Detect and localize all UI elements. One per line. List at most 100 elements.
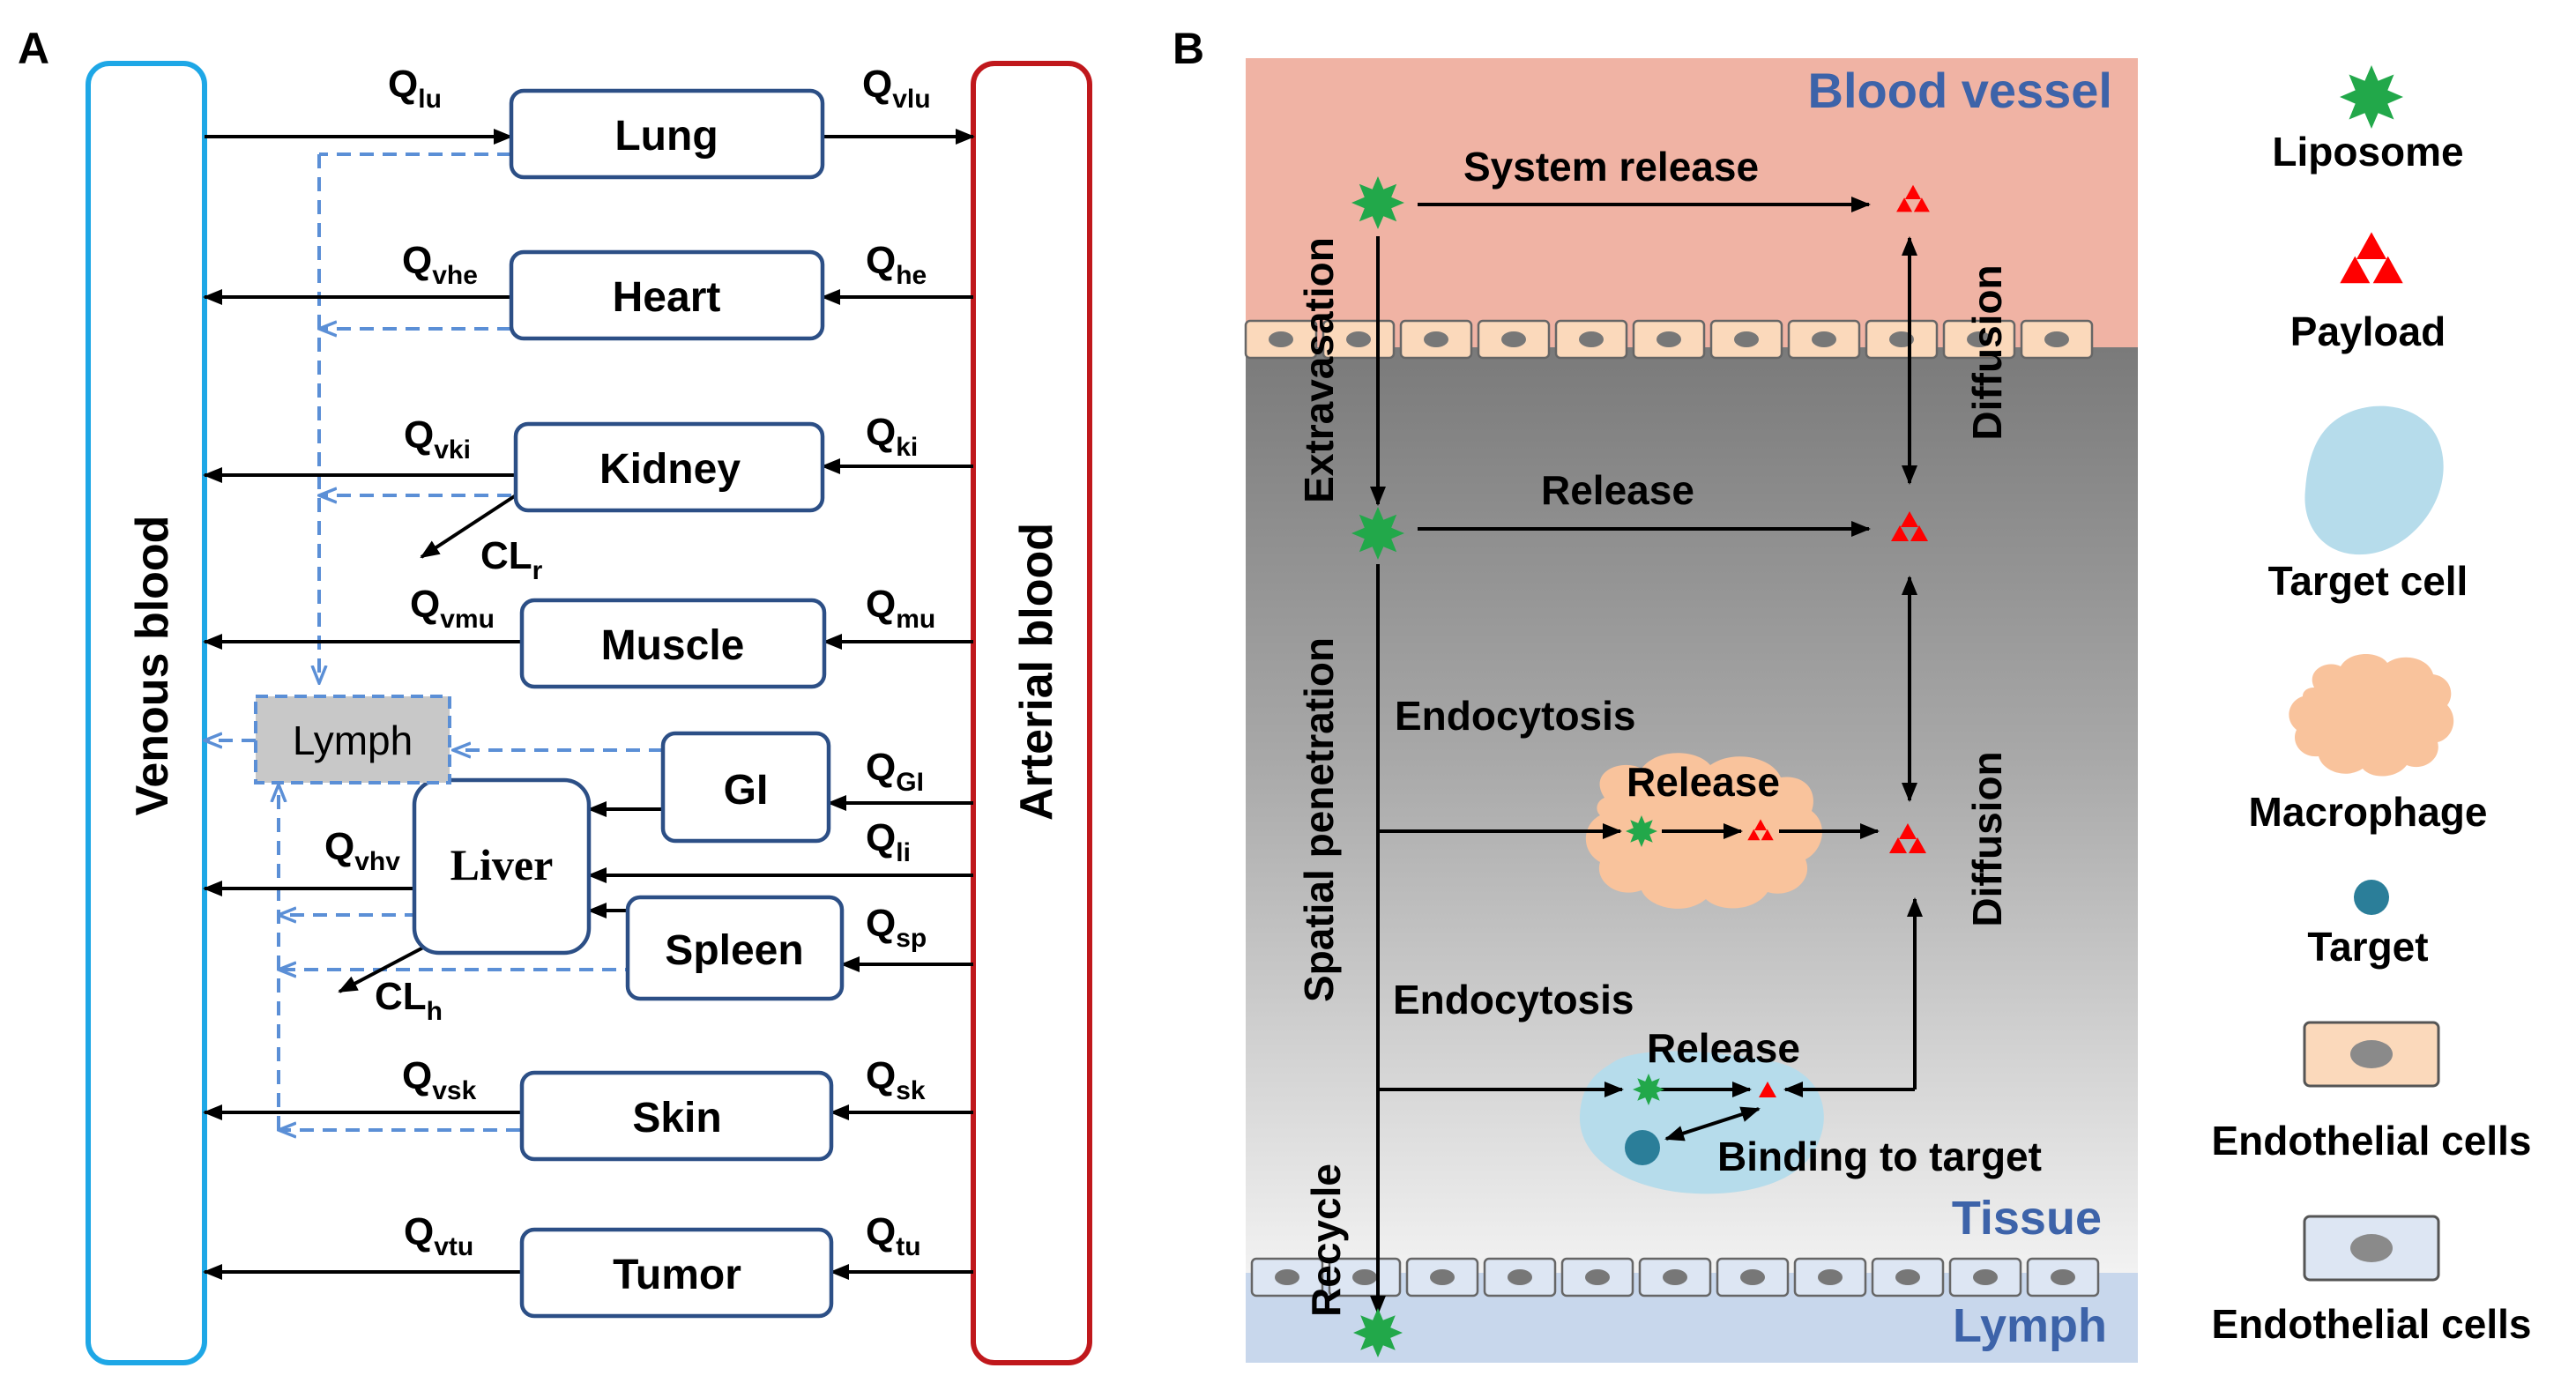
- flow-label-qlu: Qlu: [388, 63, 442, 114]
- cell-nucleus: [1430, 1269, 1455, 1285]
- organ-heart-label: Heart: [613, 274, 721, 321]
- flow-label-qvki: Qvki: [404, 413, 471, 465]
- flow-label-qki: Qki: [866, 411, 918, 462]
- flow-label-clr: CLr: [480, 534, 543, 585]
- organ-tumor: Tumor: [519, 1227, 834, 1319]
- payload-macrophage: [1747, 819, 1774, 841]
- flow-label-qvmu: Qvmu: [410, 583, 495, 634]
- diffusion-top-label: Diffusion: [1964, 264, 2010, 440]
- arterial-blood-bar: [971, 61, 1092, 1365]
- flow-label-clh: CLh: [375, 975, 443, 1026]
- cell-nucleus: [1424, 331, 1448, 347]
- flow-label-qvsk: Qvsk: [402, 1054, 477, 1105]
- panel-a: A Venous blood Arterial blood: [18, 24, 1092, 1365]
- legend-target-cell-label: Target cell: [2268, 558, 2468, 604]
- release-2-label: Release: [1627, 759, 1780, 805]
- panel-b-label: B: [1173, 24, 1204, 73]
- lymph-label: Lymph: [293, 718, 413, 763]
- endothelial-layer-lymph: [1250, 1257, 2100, 1297]
- cell-nucleus: [1663, 1269, 1687, 1285]
- cell-nucleus: [1275, 1269, 1299, 1285]
- organ-muscle: Muscle: [519, 598, 827, 689]
- spatial-penetration-label: Spatial penetration: [1296, 637, 1342, 1002]
- liposome-tissue: [1351, 507, 1404, 560]
- payload-triangle: [1913, 197, 1930, 212]
- target-marker: [1625, 1130, 1660, 1165]
- flow-label-qli: Qli: [866, 816, 911, 867]
- organ-skin-label: Skin: [632, 1095, 721, 1141]
- payload-triangle: [1754, 819, 1767, 830]
- organ-liver: Liver: [412, 777, 592, 955]
- blood-vessel-title: Blood vessel: [1808, 63, 2112, 118]
- organ-kidney: Kidney: [513, 421, 825, 513]
- recycle-label: Recycle: [1303, 1164, 1349, 1317]
- flow-label-qsk: Qsk: [866, 1054, 926, 1105]
- legend-endothelial-2-label: Endothelial cells: [2212, 1301, 2532, 1347]
- liposome-macrophage: [1626, 815, 1657, 847]
- flow-label-qgi: QGI: [866, 746, 924, 797]
- cell-nucleus: [1508, 1269, 1532, 1285]
- payload-triangle: [1909, 837, 1926, 853]
- flow-arrows: [203, 129, 975, 1280]
- organ-tumor-label: Tumor: [613, 1252, 741, 1298]
- legend-target-icon: [2354, 880, 2389, 915]
- legend-endothelial-blood-nucleus: [2350, 1040, 2393, 1068]
- cell-nucleus: [1585, 1269, 1610, 1285]
- cell-nucleus: [1352, 1269, 1377, 1285]
- legend-liposome-label: Liposome: [2272, 129, 2463, 175]
- cell-nucleus: [1657, 331, 1681, 347]
- cell-nucleus: [1346, 331, 1371, 347]
- legend-endothelial-lymph-nucleus: [2350, 1234, 2393, 1262]
- cell-nucleus: [1734, 331, 1759, 347]
- payload-triangle: [2372, 256, 2403, 284]
- lymph-connectors: [205, 152, 663, 1130]
- cell-nucleus: [1818, 1269, 1843, 1285]
- flow-label-qtu: Qtu: [866, 1210, 921, 1261]
- cell-nucleus: [1973, 1269, 1998, 1285]
- organ-muscle-label: Muscle: [601, 622, 745, 669]
- release-3-label: Release: [1647, 1025, 1800, 1071]
- organ-spleen-label: Spleen: [665, 927, 803, 974]
- payload-tissue: [1891, 511, 1928, 541]
- cell-nucleus: [1895, 1269, 1920, 1285]
- legend-payload-cluster: [2340, 232, 2403, 284]
- payload-triangle: [1761, 829, 1774, 841]
- transport-arrows: [1370, 197, 1923, 1315]
- organ-skin: Skin: [519, 1070, 834, 1162]
- extravasation-label: Extravasation: [1296, 237, 1342, 503]
- payload-triangle: [2340, 256, 2371, 284]
- organ-kidney-label: Kidney: [599, 446, 741, 493]
- payload-triangle: [2356, 232, 2386, 259]
- organ-liver-label: Liver: [450, 840, 554, 889]
- legend-payload-icon: [2340, 232, 2403, 284]
- legend: Liposome Payload Target cell Macrophage …: [2212, 65, 2532, 1347]
- payload-diffusion: [1889, 823, 1926, 853]
- cell-nucleus: [2044, 331, 2069, 347]
- payload-triangle: [1905, 184, 1921, 199]
- lymph-title: Lymph: [1953, 1299, 2107, 1352]
- payload-triangle: [1896, 197, 1913, 212]
- legend-macrophage-icon: [2289, 653, 2454, 777]
- flow-labels: Qlu Qvlu Qvhe Qhe Qvki Qki CLr Qvmu Qmu …: [324, 63, 935, 1261]
- release-1-label: Release: [1541, 467, 1694, 513]
- venous-blood-bar: [86, 61, 207, 1365]
- flow-label-qvtu: Qvtu: [404, 1210, 473, 1261]
- legend-liposome-icon: [2340, 65, 2403, 129]
- legend-endothelial-1-label: Endothelial cells: [2212, 1118, 2532, 1164]
- liposome-target-cell: [1633, 1074, 1664, 1105]
- cell-nucleus: [2051, 1269, 2075, 1285]
- organ-gi: GI: [660, 731, 831, 844]
- cell-nucleus: [1967, 331, 1992, 347]
- payload-triangle: [1910, 525, 1928, 541]
- cell-nucleus: [1501, 331, 1526, 347]
- venous-blood-label: Venous blood: [127, 516, 178, 816]
- cell-nucleus: [1269, 331, 1293, 347]
- organ-gi-label: GI: [724, 767, 769, 814]
- payload-target-cell: [1759, 1082, 1776, 1097]
- legend-payload-label: Payload: [2290, 309, 2446, 354]
- flow-label-qsp: Qsp: [866, 902, 927, 953]
- panel-b-labels: System release Extravasation Diffusion R…: [1296, 144, 2042, 1317]
- legend-target-cell-icon: [2304, 405, 2444, 555]
- liposome-blood: [1351, 176, 1404, 229]
